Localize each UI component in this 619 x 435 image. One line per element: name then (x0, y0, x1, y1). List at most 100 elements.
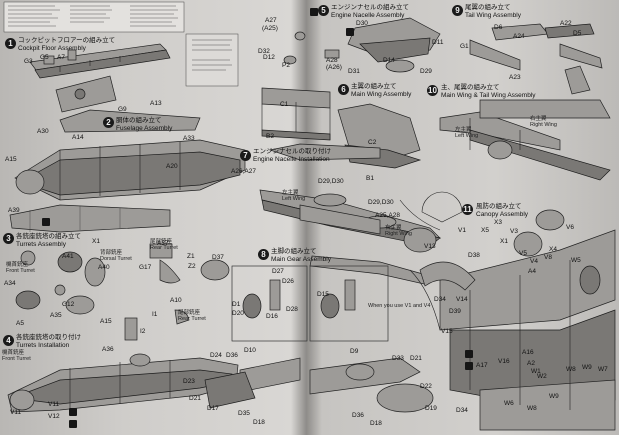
rear-turret-label-2: Rear Turret (150, 245, 178, 251)
step-5-jp: エンジンナセルの組み立て (331, 4, 409, 11)
gear-note: When you use V1 and V4 (368, 303, 431, 309)
part-label-G17: G17 (139, 264, 152, 271)
part-label-A14: A14 (72, 134, 84, 141)
symbol-square (42, 218, 50, 226)
front-turret-label-2: Front Turret (2, 356, 31, 362)
part-label-D12: D12 (263, 54, 275, 61)
part-label-D37: D37 (212, 254, 224, 261)
step-3-title: Turrets Assembly (16, 241, 66, 248)
part-label-X5: X5 (481, 227, 489, 234)
part-label-D21: D21 (189, 395, 201, 402)
part-label-D18-2: D18 (370, 420, 382, 427)
part-label-V12: V12 (48, 413, 60, 420)
part-label-D10: D10 (244, 347, 256, 354)
rear-turret-label: Rear Turret (178, 316, 206, 322)
part-label-V16: V16 (498, 358, 510, 365)
part-label-W8: W8 (566, 366, 576, 373)
step-6-title: Main Wing Assembly (351, 91, 412, 98)
part-label-D35: D35 (238, 410, 250, 417)
part-label-D19: D19 (425, 405, 437, 412)
part-label-X1: X1 (92, 238, 100, 245)
step-10-jp: 主、尾翼の組み立て (441, 84, 500, 91)
dorsal-turret-label: Dorsal Turret (100, 256, 132, 262)
part-label-D17: D17 (207, 405, 219, 412)
front-turret-jp-2: 機首銃座 (2, 350, 25, 356)
part-label-G12: G12 (62, 301, 75, 308)
part-label-A24: A24 (513, 33, 525, 40)
part-label-C1: C1 (280, 101, 289, 108)
part-label-A5: A5 (16, 320, 24, 327)
part-label-A33: A33 (183, 135, 195, 142)
part-label-V13: V13 (424, 243, 436, 250)
part-label-A40: A40 (98, 264, 110, 271)
part-label-V6: V6 (566, 224, 574, 231)
part-label-A28: A28 (326, 57, 338, 64)
part-label-D15: D15 (317, 291, 329, 298)
part-label-G5: G5 (40, 54, 49, 61)
symbol-square (69, 408, 77, 416)
part-label-A17: A17 (476, 362, 488, 369)
part-label-A25: (A25) (262, 25, 278, 32)
part-label-V1: V1 (458, 227, 466, 234)
step-10-title: Main Wing & Tail Wing Assembly (441, 92, 536, 99)
part-label-A30: A30 (37, 128, 49, 135)
right-wing-label-2: Right Wing (530, 122, 557, 128)
step-11-title: Canopy Assembly (476, 211, 529, 218)
step-4-number: 4 (3, 335, 14, 346)
step-8-jp: 主脚の組み立て (271, 248, 317, 255)
part-label-A2: A2 (527, 360, 535, 367)
part-label-A10: A10 (170, 297, 182, 304)
rear-turret-jp: 尾部銃座 (178, 310, 201, 316)
part-label-V4: V4 (530, 258, 538, 265)
part-label-D11: D11 (432, 39, 444, 46)
step-3-jp: 各銃座銃塔の組み立て (16, 233, 81, 240)
step-9-jp: 尾翼の組み立て (465, 4, 511, 11)
part-label-A37: A37 (157, 240, 169, 247)
part-label-D36: D36 (226, 352, 238, 359)
part-label-A27: A27 (265, 17, 277, 24)
part-label-D14: D14 (383, 57, 395, 64)
step-7-title: Engine Nacelle Installation (253, 156, 330, 163)
part-label-D26: D26 (282, 278, 294, 285)
step-1-number: 1 (5, 38, 16, 49)
part-label-D18: D18 (253, 419, 265, 426)
dorsal-turret-jp: 背部銃座 (100, 250, 123, 256)
part-label-D32: D32 (258, 48, 270, 55)
step-5-title: Engine Nacelle Assembly (331, 12, 405, 19)
part-label-V11-2: V11 (10, 409, 22, 416)
part-label-D34: D34 (434, 296, 446, 303)
part-label-A4: A4 (528, 268, 536, 275)
part-label-X4: X4 (549, 246, 557, 253)
part-label-V14: V14 (456, 296, 468, 303)
part-label-W5: W5 (571, 257, 581, 264)
part-label-P2: P2 (282, 62, 290, 69)
part-label-A22: A22 (560, 20, 572, 27)
part-label-B2: B2 (266, 133, 274, 140)
step-3-number: 3 (3, 233, 14, 244)
part-label-D23: D23 (183, 378, 195, 385)
step-2-title: Fuselage Assembly (116, 125, 173, 132)
step-9-number: 9 (452, 5, 463, 16)
step-8-title: Main Gear Assembly (271, 256, 331, 263)
step-8-number: 8 (258, 249, 269, 260)
rear-turret-jp-2: 尾部銃座 (150, 239, 173, 245)
part-label-D6: D6 (494, 24, 503, 31)
step-4-jp: 各銃座銃塔の取り付け (16, 334, 81, 341)
part-label-W9-2: W9 (549, 393, 559, 400)
left-wing-label: Left Wing (282, 196, 306, 202)
part-label-A16: A16 (522, 349, 534, 356)
step-2-number: 2 (103, 117, 114, 128)
part-label-D16: D16 (266, 313, 278, 320)
part-label-A36: A36 (102, 346, 114, 353)
part-label-A25A28: A25,A28 (375, 212, 400, 219)
step-11-jp: 風防の組み立て (476, 203, 522, 210)
part-label-G3: G3 (24, 58, 33, 65)
left-wing-label-2: Left Wing (455, 133, 479, 139)
part-label-W7: W7 (598, 366, 608, 373)
part-label-D28: D28 (286, 306, 298, 313)
part-label-D31: D31 (348, 68, 360, 75)
part-label-A39: A39 (8, 207, 20, 214)
part-label-D36-2: D36 (352, 412, 364, 419)
step-9-title: Tail Wing Assembly (465, 12, 521, 19)
